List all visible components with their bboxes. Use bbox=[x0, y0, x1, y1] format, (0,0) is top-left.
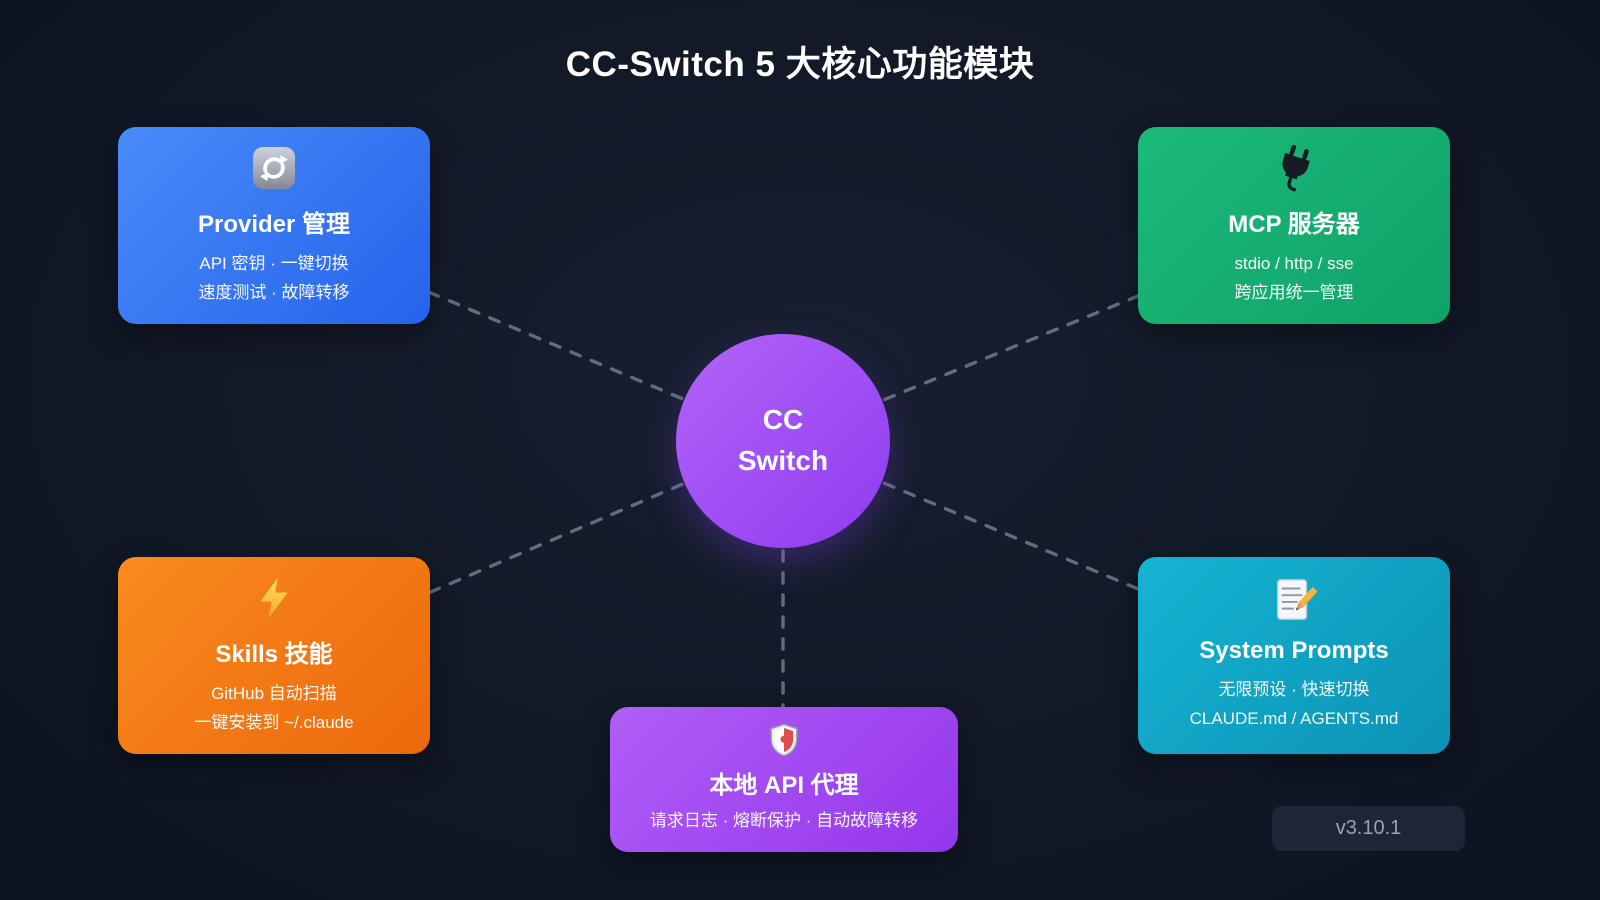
card-title: Provider 管理 bbox=[197, 210, 351, 238]
card-subtitle: 请求日志 · 熔断保护 · 自动故障转移 bbox=[649, 811, 919, 831]
version-badge: v3.10.1 bbox=[1272, 806, 1465, 851]
center-node-label-line1: CC bbox=[762, 404, 804, 436]
center-node-cc-switch: CC Switch bbox=[676, 334, 890, 548]
card-subtitle: 无限预设 · 快速切换 bbox=[1218, 680, 1370, 700]
card-title: MCP 服务器 bbox=[1228, 210, 1360, 238]
card-subtitle: GitHub 自动扫描 bbox=[211, 683, 337, 703]
version-text: v3.10.1 bbox=[1335, 817, 1402, 839]
card-subtitle: 速度测试 · 故障转移 bbox=[198, 282, 350, 302]
center-node-label-line2: Switch bbox=[737, 445, 829, 476]
card-title: 本地 API 代理 bbox=[709, 772, 859, 800]
card-subtitle: API 密钥 · 一键切换 bbox=[199, 253, 349, 273]
shield-icon bbox=[768, 723, 800, 757]
card-title: System Prompts bbox=[1199, 637, 1389, 665]
sync-icon bbox=[250, 144, 298, 192]
card-subtitle: 一键安装到 ~/.claude bbox=[194, 712, 354, 732]
card-mcp: MCP 服务器 stdio / http / sse 跨应用统一管理 bbox=[1138, 127, 1450, 324]
lightning-icon bbox=[252, 574, 296, 622]
card-skills: Skills 技能 GitHub 自动扫描 一键安装到 ~/.claude bbox=[118, 557, 430, 754]
card-local-api-proxy: 本地 API 代理 请求日志 · 熔断保护 · 自动故障转移 bbox=[610, 707, 958, 852]
plug-icon bbox=[1270, 144, 1318, 192]
card-subtitle: stdio / http / sse bbox=[1234, 253, 1354, 273]
card-provider: Provider 管理 API 密钥 · 一键切换 速度测试 · 故障转移 bbox=[118, 127, 430, 324]
card-system-prompts: System Prompts 无限预设 · 快速切换 CLAUDE.md / A… bbox=[1138, 557, 1450, 754]
page-title: CC-Switch 5 大核心功能模块 bbox=[565, 45, 1035, 84]
card-title: Skills 技能 bbox=[215, 640, 333, 668]
card-subtitle: CLAUDE.md / AGENTS.md bbox=[1189, 709, 1399, 728]
card-subtitle: 跨应用统一管理 bbox=[1234, 282, 1354, 302]
memo-icon bbox=[1271, 577, 1318, 625]
